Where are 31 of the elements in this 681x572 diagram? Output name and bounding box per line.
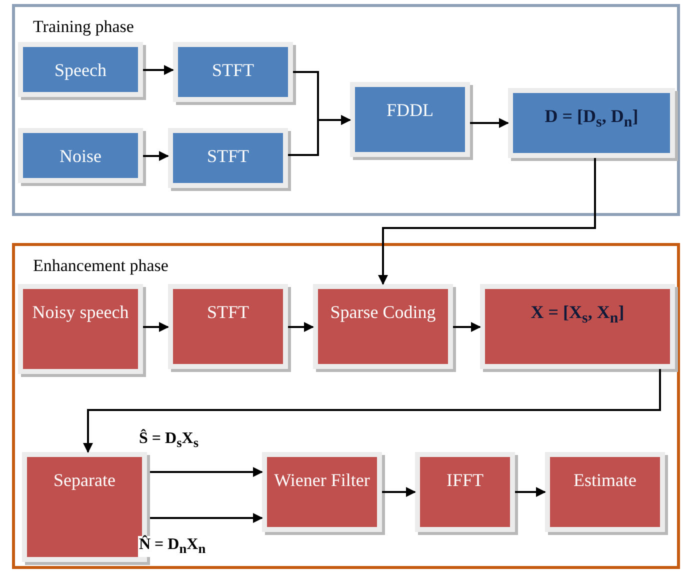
panel-title: Enhancement phase	[33, 256, 168, 276]
process-box: FDDL	[350, 82, 470, 157]
arrow	[288, 115, 351, 156]
edge-label: N̂ = D$_{n}$X$_{n}$	[138, 536, 207, 558]
process-box: Estimate	[545, 452, 665, 532]
arrow	[150, 467, 263, 477]
arrow	[470, 118, 509, 128]
arrow	[143, 151, 169, 161]
arrow	[382, 487, 416, 497]
process-box: IFFT	[415, 452, 515, 532]
process-box: STFT	[168, 128, 288, 188]
phase-panel	[12, 4, 680, 216]
arrow	[83, 369, 661, 453]
process-box: STFT	[173, 42, 293, 102]
arrow	[143, 322, 169, 332]
process-box: Noisy speech	[18, 284, 143, 374]
panel-title: Training phase	[33, 17, 134, 37]
process-box: STFT	[168, 284, 288, 369]
process-box: X = [X$_{s}$, X$_{n}$]	[480, 284, 675, 369]
arrow	[453, 322, 481, 332]
phase-panel	[12, 243, 680, 569]
arrow	[143, 65, 174, 75]
process-box: Noise	[18, 128, 143, 183]
arrow	[515, 487, 546, 497]
process-box: Wiener Filter	[262, 452, 382, 532]
process-box: Speech	[18, 42, 143, 97]
process-box: Sparse Coding	[313, 284, 453, 369]
arrow	[288, 322, 314, 332]
arrow	[378, 158, 596, 285]
arrow	[150, 513, 263, 523]
process-box: D = [D$_{s}$, D$_{n}$]	[508, 88, 675, 158]
